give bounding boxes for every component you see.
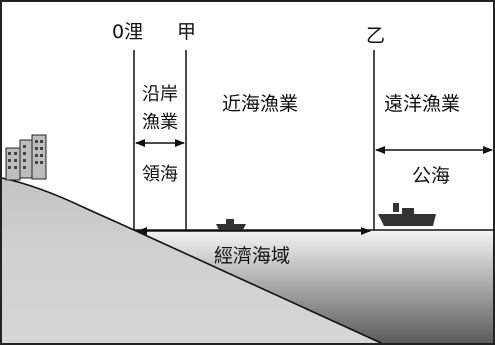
label-territorial-sea: 領海 xyxy=(142,164,178,185)
label-offshore-fishery: 近海漁業 xyxy=(222,93,298,115)
label-high-seas: 公海 xyxy=(412,165,450,187)
label-jia: 甲 xyxy=(177,21,196,43)
small-boat-icon xyxy=(216,219,246,230)
coastline xyxy=(1,177,382,344)
label-coastal-fishery-2: 漁業 xyxy=(142,112,178,133)
label-eez: 經濟海域 xyxy=(214,245,290,267)
label-yi: 乙 xyxy=(366,25,385,47)
label-deep-sea-fishery: 遠洋漁業 xyxy=(384,93,460,115)
sea-area xyxy=(134,230,493,343)
label-coastal-fishery-1: 沿岸 xyxy=(142,84,178,105)
label-zero-li: 0浬 xyxy=(112,21,143,43)
large-ship-icon xyxy=(378,203,436,226)
buildings-icon xyxy=(5,134,47,181)
seabed-land xyxy=(2,230,381,343)
